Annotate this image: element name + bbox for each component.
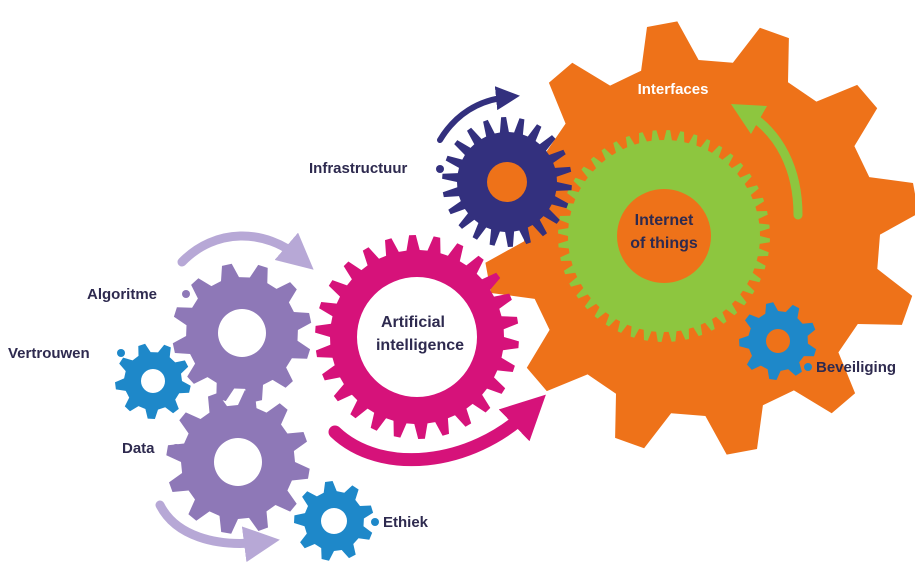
blue-gear-beveiliging-body <box>739 302 817 380</box>
purple-gear-bottom-body <box>166 390 310 534</box>
label-iot-line2: of things <box>630 235 698 252</box>
label-ai-line1: Artificial <box>381 314 445 331</box>
dot-vertrouwen <box>117 349 125 357</box>
dot-ethiek <box>371 518 379 526</box>
navy-gear-hub <box>487 162 527 202</box>
label-iot-line1: Internet <box>635 212 694 229</box>
label-ethiek: Ethiek <box>383 514 429 531</box>
label-algoritme: Algoritme <box>87 286 157 303</box>
blue-gear-vertrouwen <box>115 343 191 419</box>
arrow-magenta <box>328 394 546 467</box>
blue-gear-ethiek <box>294 481 374 561</box>
arrow-purple-bottom <box>155 500 280 563</box>
magenta-gear <box>315 235 519 439</box>
green-gear <box>558 130 770 342</box>
label-beveiliging: Beveiliging <box>816 359 896 376</box>
label-ai-line2: intelligence <box>376 337 464 354</box>
navy-gear <box>442 117 572 247</box>
arrow-navy <box>437 86 520 143</box>
purple-gear-top-body <box>172 263 312 403</box>
label-infrastructuur: Infrastructuur <box>309 160 408 177</box>
dot-data <box>172 444 180 452</box>
blue-gear-ethiek-body <box>294 481 374 561</box>
dot-infrastructuur <box>436 165 444 173</box>
green-gear-body <box>558 130 770 342</box>
label-data: Data <box>122 440 155 457</box>
label-vertrouwen: Vertrouwen <box>8 345 90 362</box>
label-interfaces: Interfaces <box>638 81 709 98</box>
purple-gear-top <box>172 263 312 403</box>
purple-gear-bottom <box>166 390 310 534</box>
magenta-gear-body <box>315 235 519 439</box>
arrow-purple-top <box>177 231 314 270</box>
arrow-green <box>730 103 803 220</box>
blue-gear-beveiliging <box>739 302 817 380</box>
dot-beveiliging <box>804 363 812 371</box>
blue-gear-vertrouwen-body <box>115 343 191 419</box>
dot-algoritme <box>182 290 190 298</box>
